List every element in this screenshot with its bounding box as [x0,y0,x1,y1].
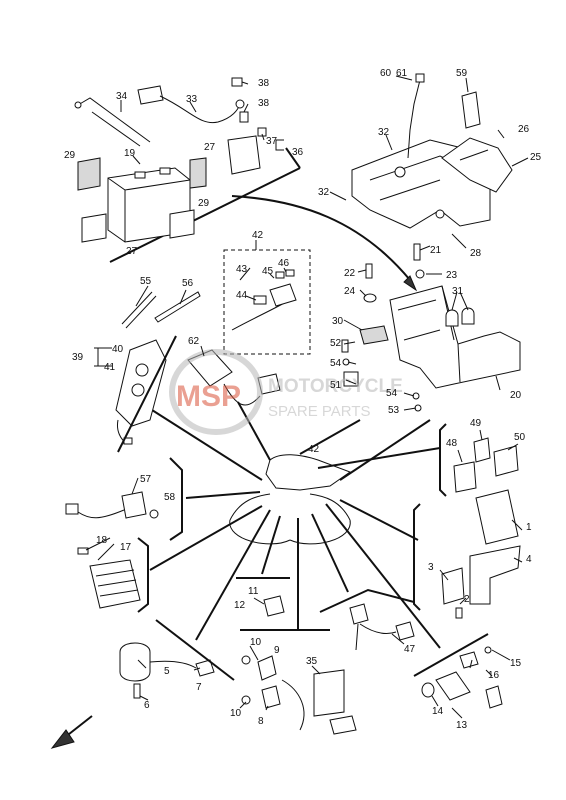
callout-2: 2 [464,594,470,605]
callout-47: 47 [404,644,416,655]
callout-18: 18 [96,535,108,546]
callout-8: 8 [258,716,264,727]
callout-15: 15 [510,658,522,669]
callout-20: 20 [510,390,522,401]
callout-42-inset: 42 [252,230,264,241]
callout-39: 39 [72,352,84,363]
callout-42-main: 42 [308,444,320,455]
callout-24: 24 [344,286,356,297]
assembly-arrow [231,195,411,281]
watermark-logo: MSP [176,380,241,413]
callout-10-bottom: 10 [230,708,242,719]
callout-19: 19 [124,148,136,159]
ecu-group [413,489,521,619]
callout-44: 44 [236,290,248,301]
callout-50: 50 [514,432,526,443]
switch-group [240,629,357,735]
callout-60: 60 [380,68,392,79]
callout-28: 28 [470,248,482,259]
callout-54-right: 54 [386,388,398,399]
callout-13: 13 [456,720,468,731]
callout-5: 5 [164,666,170,677]
watermark-line1: MOTORCYCLE [268,376,403,397]
callout-35: 35 [306,656,318,667]
lead-57 [65,457,183,541]
callout-3: 3 [428,562,434,573]
callout-29-right: 29 [198,198,210,209]
callout-58: 58 [164,492,176,503]
main-harness [149,401,441,649]
callout-23: 23 [446,270,458,281]
callout-25: 25 [530,152,542,163]
harness-inset [223,249,311,355]
lead-47 [319,588,415,651]
callout-11: 11 [248,586,259,597]
callout-6: 6 [144,700,150,711]
relay-group [439,423,519,497]
callout-52: 52 [330,338,342,349]
callout-45: 45 [262,266,274,277]
regulator [77,537,149,613]
callout-46: 46 [278,258,290,269]
callout-38-top: 38 [258,78,270,89]
callout-40: 40 [112,344,124,355]
callout-27-bottom: 27 [126,246,138,257]
callout-29-left: 29 [64,150,76,161]
callout-36: 36 [292,147,304,158]
callout-59: 59 [456,68,468,79]
watermark: MSP MOTORCYCLE SPARE PARTS [169,349,403,435]
callout-32-top: 32 [378,127,390,138]
callout-4: 4 [526,554,532,565]
callout-55: 55 [140,276,152,287]
callout-62: 62 [188,336,200,347]
callout-53: 53 [388,405,400,416]
callout-51: 51 [330,380,342,391]
frame-bracket [341,73,521,412]
callout-54-left: 54 [330,358,342,369]
front-direction-arrow-icon [50,715,93,749]
sensor-62 [187,349,281,406]
callout-43: 43 [236,264,248,275]
callout-7: 7 [196,682,202,693]
callout-14: 14 [432,706,444,717]
callout-37: 37 [266,136,278,147]
leader-lines [85,75,529,719]
callout-31: 31 [452,286,464,297]
callout-49: 49 [470,418,482,429]
callout-10-top: 10 [250,637,262,648]
callout-12: 12 [234,600,246,611]
callout-34: 34 [116,91,128,102]
callout-57: 57 [140,474,152,485]
callout-33: 33 [186,94,198,105]
callout-56: 56 [182,278,194,289]
callout-27-right: 27 [204,142,216,153]
coil-group [119,619,235,699]
callout-38-bottom: 38 [258,98,270,109]
callout-16: 16 [488,670,500,681]
battery-group [74,77,301,263]
sensor-13 [413,633,503,709]
callout-17: 17 [120,542,132,553]
callout-numbers: 34 33 38 38 37 36 19 27 29 29 27 60 61 5… [64,68,542,731]
callout-26: 26 [518,124,530,135]
callout-32-left: 32 [318,187,330,198]
cable-bands [121,291,201,329]
callout-48: 48 [446,438,458,449]
callout-22: 22 [344,268,356,279]
main-switch-group [115,335,177,453]
callout-61: 61 [396,68,408,79]
callout-21: 21 [430,245,442,256]
sensor-11 [236,577,290,617]
callout-41: 41 [104,362,116,373]
watermark-line2: SPARE PARTS [268,403,371,420]
callout-9: 9 [274,645,280,656]
callout-1: 1 [526,522,532,533]
callout-30: 30 [332,316,344,327]
